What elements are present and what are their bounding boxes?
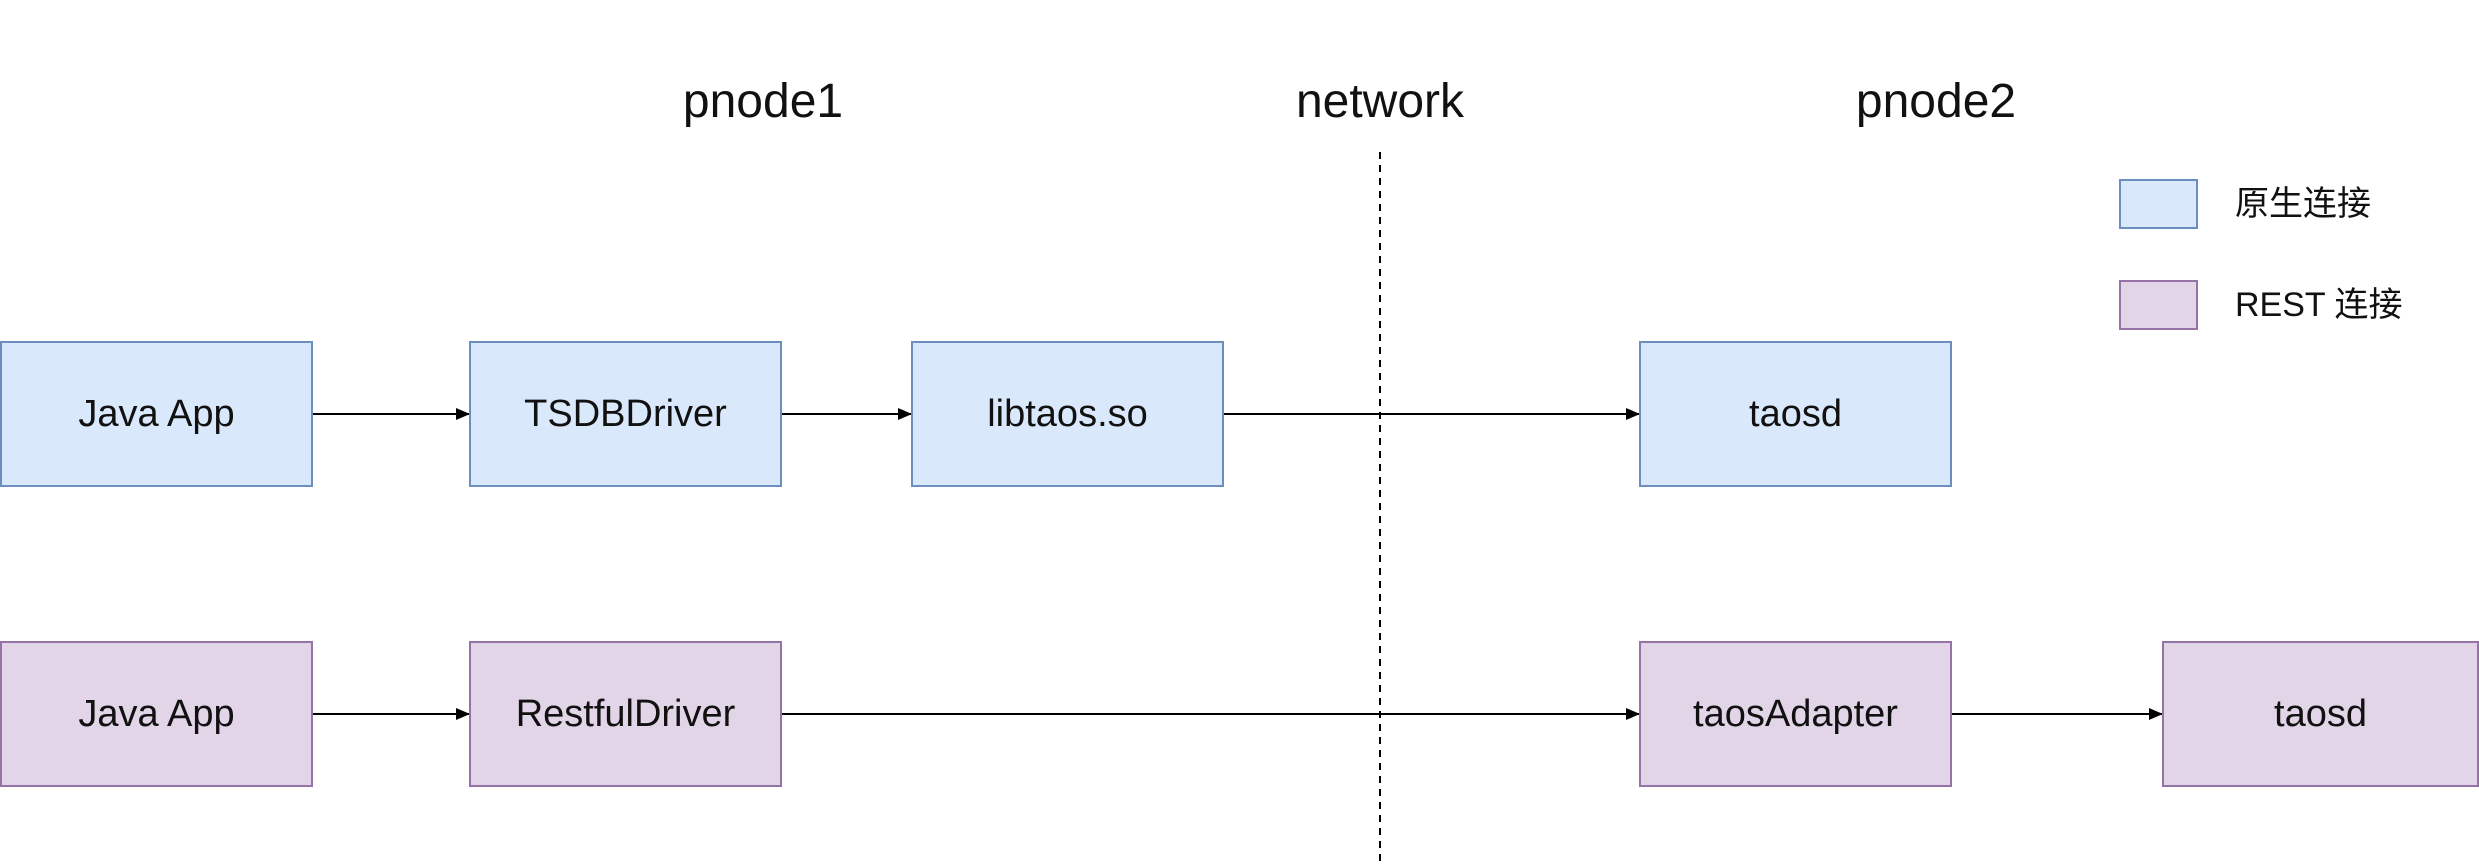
heading-pnode1: pnode1 [682,75,844,128]
rest-taosd-box: taosd [2162,641,2479,787]
legend-native-label: 原生连接 [2235,185,2371,223]
taosadapter-box: taosAdapter [1639,641,1952,787]
native-java-app-box: Java App [0,341,313,487]
legend-rest-swatch [2119,280,2198,330]
legend-rest-label: REST 连接 [2235,286,2403,324]
legend-native-swatch [2119,179,2198,229]
rest-java-app-box: Java App [0,641,313,787]
heading-pnode2: pnode2 [1855,75,2017,128]
libtaos-box: libtaos.so [911,341,1224,487]
tsdbdriver-box: TSDBDriver [469,341,782,487]
native-taosd-box: taosd [1639,341,1952,487]
heading-network: network [1295,75,1465,128]
restfuldriver-box: RestfulDriver [469,641,782,787]
